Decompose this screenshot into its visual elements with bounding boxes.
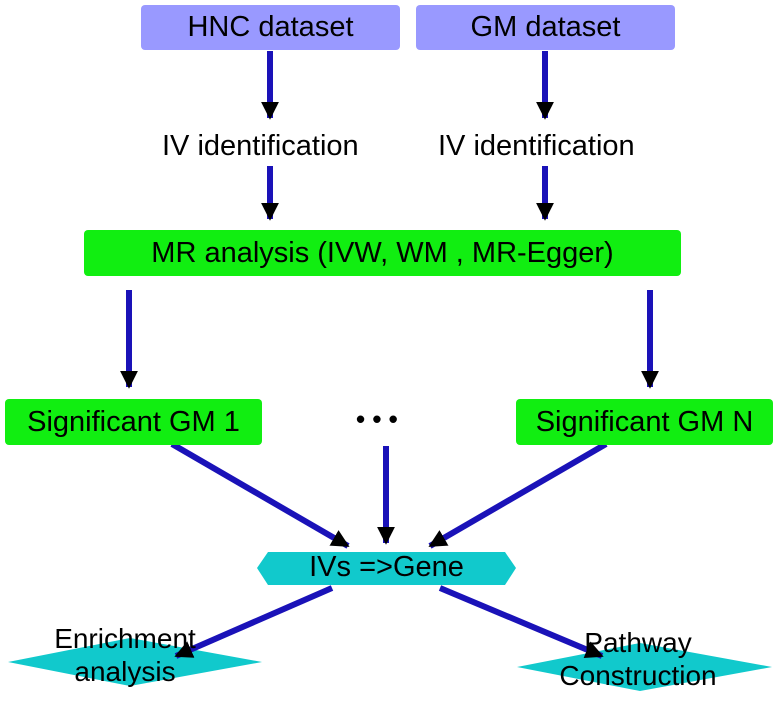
pathway-line-1: Pathway [584, 627, 692, 658]
iv-identification-left-label: IV identification [162, 130, 359, 162]
gm-dataset-box: GM dataset [416, 5, 675, 50]
significant-gm-n-box: Significant GM N [516, 399, 773, 445]
arrow-ivs-gene-to-enrichment [174, 585, 334, 659]
gm-dataset-label: GM dataset [470, 11, 621, 43]
ivs-gene-hexagon [257, 552, 516, 585]
significant-gm-1-label: Significant GM 1 [27, 405, 240, 438]
significant-gm-1-box: Significant GM 1 [5, 399, 262, 445]
pathway-diamond [517, 643, 772, 691]
hnc-dataset-label: HNC dataset [187, 11, 354, 43]
significant-gm-n-label: Significant GM N [535, 405, 754, 438]
pathway-construction-label: Pathway Construction [538, 627, 738, 693]
arrow-gmn-to-ivs-gene [428, 441, 608, 549]
arrow-ivs-gene-to-pathway [438, 585, 604, 659]
enrichment-line-1: Enrichment [54, 623, 196, 654]
arrow-gm1-to-ivs-gene [170, 441, 350, 549]
enrichment-analysis-label: Enrichment analysis [30, 623, 220, 689]
enrichment-line-2: analysis [74, 655, 176, 687]
pathway-line-2: Construction [559, 659, 717, 691]
enrichment-diamond [8, 638, 262, 686]
ivs-gene-label: IVs =>Gene [309, 551, 464, 583]
hnc-dataset-box: HNC dataset [141, 5, 400, 50]
iv-identification-right-label: IV identification [438, 130, 635, 162]
mr-analysis-box: MR analysis (IVW, WM , MR-Egger) [84, 230, 681, 276]
mr-analysis-label: MR analysis (IVW, WM , MR-Egger) [151, 236, 614, 269]
ellipsis-label: • • • [356, 404, 398, 434]
